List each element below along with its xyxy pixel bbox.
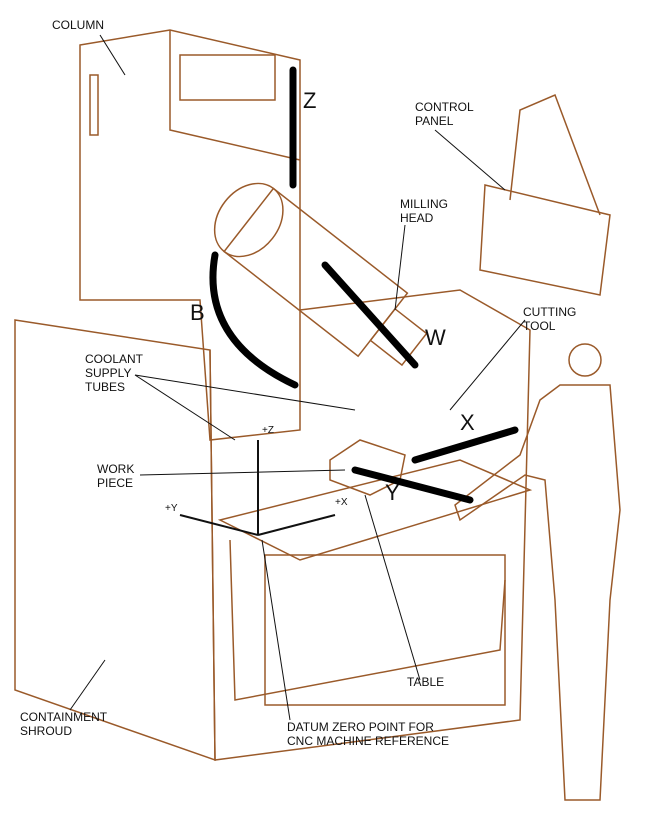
label-column: COLUMN [52,18,105,32]
label-control-panel: CONTROL PANEL [415,100,474,128]
label-cutting-tool: CUTTING TOOL [523,305,577,333]
control-panel [479,184,611,296]
label-datum-zero-point: DATUM ZERO POINT FOR CNC MACHINE REFEREN… [287,720,450,748]
label-milling-head: MILLING HEAD [400,197,449,225]
label-table: TABLE [407,675,445,689]
w-arrow [321,261,419,369]
axis-b: B [190,300,205,325]
column-outline [79,29,301,441]
datum-plus-z: +Z [262,425,274,436]
axis-w: W [425,325,446,350]
label-work-piece: WORK PIECE [97,462,135,490]
label-coolant-supply-tubes: COOLANT SUPPLY TUBES [85,352,144,394]
b-arrow [209,251,299,389]
label-containment-shroud: CONTAINMENT SHROUD [20,710,108,738]
datum-plus-x: +X [335,497,348,508]
datum-plus-y: +Y [165,503,178,514]
operator-figure [454,343,621,801]
axis-x: X [460,410,475,435]
x-arrow [411,426,519,464]
y-arrow [351,466,474,504]
axis-y: Y [385,480,400,505]
axis-z: Z [303,88,317,113]
